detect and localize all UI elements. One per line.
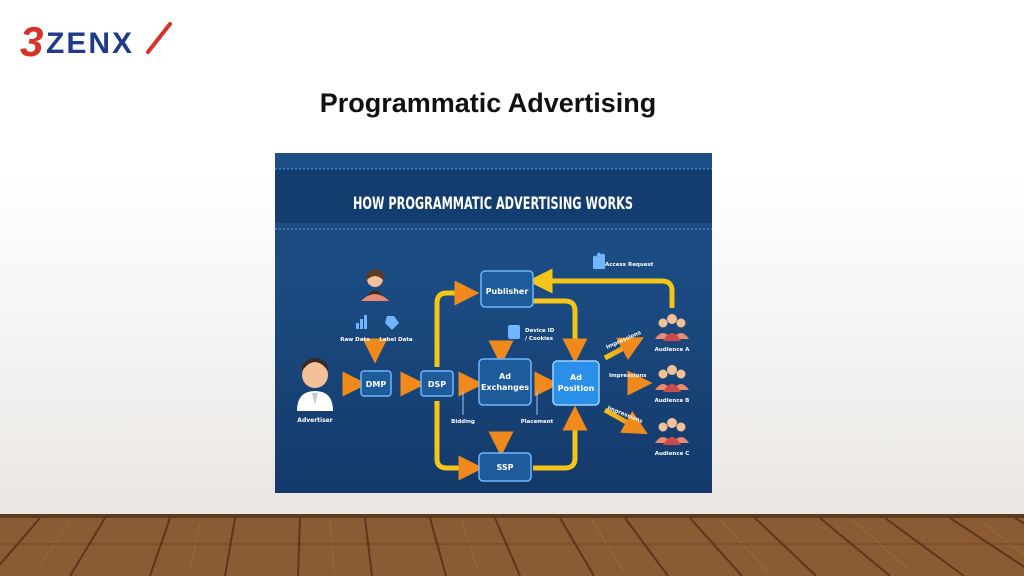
arrow-impressions-a [603, 337, 645, 361]
programmatic-infographic: HOW PROGRAMMATIC ADVERTISING WORKS [275, 153, 712, 493]
header-band [275, 169, 712, 223]
node-publisher [480, 270, 534, 308]
floor-planks [0, 514, 1024, 576]
arrow-access-request [527, 268, 675, 308]
slide-title: Programmatic Advertising [319, 88, 657, 118]
label-raw-data: Raw Data [340, 337, 370, 343]
logo-mark-3: 3 [20, 18, 43, 64]
label-impressions-b: Impressions [609, 373, 647, 379]
infographic-heading: HOW PROGRAMMATIC ADVERTISING WORKS [353, 194, 633, 214]
arrow-dsp-publisher [434, 280, 480, 367]
node-dsp [420, 370, 454, 397]
tag-icon [385, 316, 399, 330]
device-id-icon [508, 325, 520, 339]
data-person-icon [361, 269, 389, 301]
audience-a-icon [655, 314, 689, 341]
node-publisher-label: Publisher [486, 287, 529, 296]
node-dmp [360, 370, 392, 397]
zenx-logo-mark: 3 ZENX [20, 18, 172, 64]
arrow-ssp-adposition [533, 405, 588, 471]
label-device-id-1: Device ID [525, 328, 555, 334]
arrow-impressions-c [603, 407, 648, 435]
node-dsp-label: DSP [428, 380, 446, 389]
label-access-request: Access Request [605, 262, 654, 268]
node-ssp-label: SSP [496, 463, 513, 472]
arrow-publisher-adposition [533, 298, 588, 364]
wooden-floor [0, 514, 1024, 576]
infographic-canvas: HOW PROGRAMMATIC ADVERTISING WORKS [275, 168, 712, 482]
label-bidding: Bidding [451, 419, 475, 425]
hand-icon [593, 252, 605, 269]
logo-wordmark: ZENX [46, 27, 134, 60]
label-advertiser: Advertiser [297, 417, 332, 424]
bar-chart-icon [356, 315, 367, 329]
label-audience-c: Audience C [655, 451, 690, 457]
node-dmp-label: DMP [366, 380, 387, 389]
node-ad-exchanges [478, 358, 532, 406]
label-device-id-2: / Cookies [525, 336, 554, 342]
label-placement: Placement [521, 419, 554, 425]
audience-c-icon [655, 418, 689, 445]
advertiser-icon [297, 358, 333, 411]
arrow-dsp-ssp [434, 401, 484, 481]
node-ad-exchanges-label-1: Ad [499, 372, 511, 381]
node-ad-exchanges-label-2: Exchanges [481, 383, 529, 392]
logo-slash-icon [146, 22, 172, 54]
node-ad-position [552, 360, 600, 406]
node-ad-position-label-2: Position [558, 384, 595, 393]
label-label-data: Label Data [379, 337, 413, 343]
label-audience-a: Audience A [655, 347, 691, 353]
label-audience-b: Audience B [655, 398, 690, 404]
node-ssp [478, 452, 532, 482]
zenx-logo: 3 ZENX [20, 16, 180, 64]
audience-b-icon [655, 365, 689, 392]
node-ad-position-label-1: Ad [570, 373, 582, 382]
